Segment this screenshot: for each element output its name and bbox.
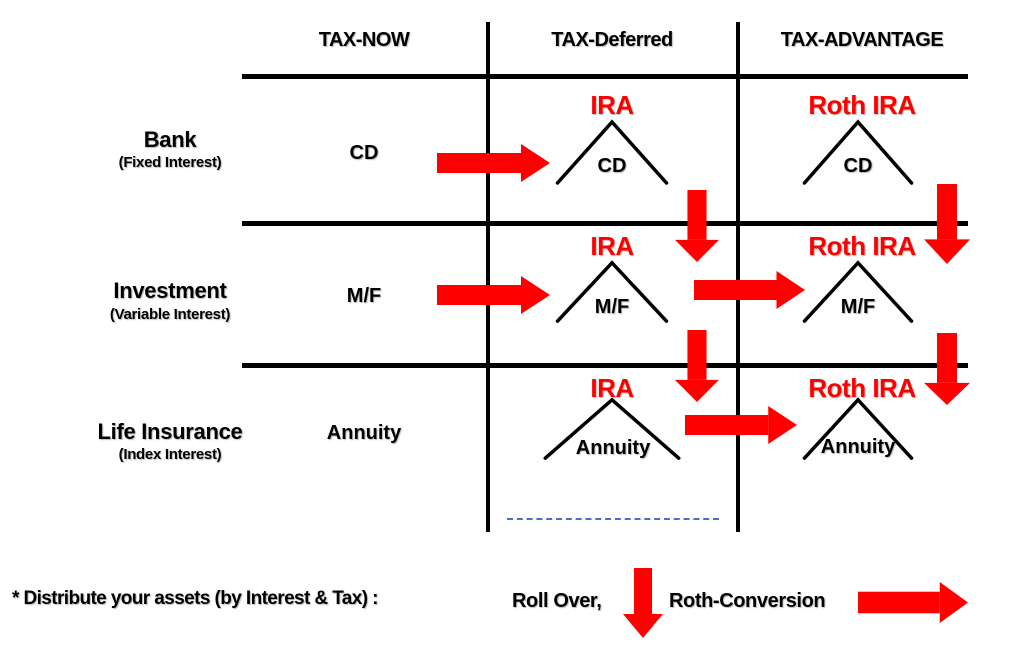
roth-conversion-arrow-row3 — [685, 406, 797, 444]
roll-over-down-arrow-ira-row2 — [675, 330, 719, 402]
ira-item-row3: Annuity — [575, 437, 651, 459]
legend-roll-over-label: Roll Over, — [512, 590, 602, 612]
roth-ira-item-row2: M/F — [840, 296, 876, 318]
roth-conversion-arrow-row2 — [694, 271, 805, 309]
legend-roll-over-down-arrow — [623, 568, 663, 638]
ira-item-row1: CD — [597, 155, 627, 177]
ira-title-row2: IRA — [590, 231, 634, 261]
row-sublabel-investment: (Variable Interest) — [109, 306, 231, 323]
roth-ira-title-row2: Roth IRA — [808, 231, 916, 261]
row-label-bank: Bank — [143, 127, 197, 152]
column-header-tax-advantage: TAX-ADVANTAGE — [780, 29, 944, 51]
row-label-investment: Investment — [113, 278, 227, 303]
row-label-life-insurance: Life Insurance — [97, 419, 243, 444]
cell-life-insurance-tax-now: Annuity — [326, 422, 402, 444]
grid-vertical-line-2 — [736, 22, 740, 532]
grid-vertical-line-1 — [486, 22, 490, 532]
ira-roof-shape-row3 — [541, 397, 683, 461]
row-sublabel-bank: (Fixed Interest) — [118, 154, 222, 171]
roth-ira-title-row1: Roth IRA — [808, 90, 916, 120]
row-sublabel-life-insurance: (Index Interest) — [118, 446, 222, 463]
footnote-text: * Distribute your assets (by Interest & … — [12, 588, 378, 609]
roll-over-down-arrow-roth-row1 — [924, 184, 970, 264]
roll-in-arrow-mf-to-ira — [437, 276, 550, 314]
ira-item-row2: M/F — [594, 296, 630, 318]
roth-ira-roof-shape-row3 — [801, 397, 915, 461]
roll-over-down-arrow-roth-row2 — [924, 333, 970, 405]
grid-horizontal-line-row1 — [242, 221, 968, 226]
legend-roth-conversion-label: Roth-Conversion — [669, 590, 826, 612]
legend-roth-conversion-right-arrow — [858, 582, 968, 623]
grid-horizontal-line-header — [242, 74, 968, 79]
roth-ira-roof-shape-row2 — [801, 260, 915, 324]
roth-ira-item-row1: CD — [843, 155, 873, 177]
roth-ira-item-row3: Annuity — [820, 436, 896, 458]
dashed-divider-line — [507, 518, 719, 520]
grid-horizontal-line-row2 — [242, 363, 968, 368]
ira-roof-shape-row2 — [554, 260, 670, 324]
roth-ira-roof-shape-row1 — [801, 119, 915, 186]
column-header-tax-now: TAX-NOW — [318, 29, 410, 51]
cell-investment-tax-now: M/F — [346, 285, 382, 307]
ira-title-row1: IRA — [590, 90, 634, 120]
roth-ira-title-row3: Roth IRA — [808, 373, 916, 403]
column-header-tax-deferred: TAX-Deferred — [551, 29, 673, 51]
roll-in-arrow-bank-cd-to-ira — [437, 144, 550, 182]
cell-bank-tax-now: CD — [349, 142, 379, 164]
roll-over-down-arrow-ira-row1 — [675, 190, 719, 262]
ira-roof-shape-row1 — [554, 119, 670, 186]
